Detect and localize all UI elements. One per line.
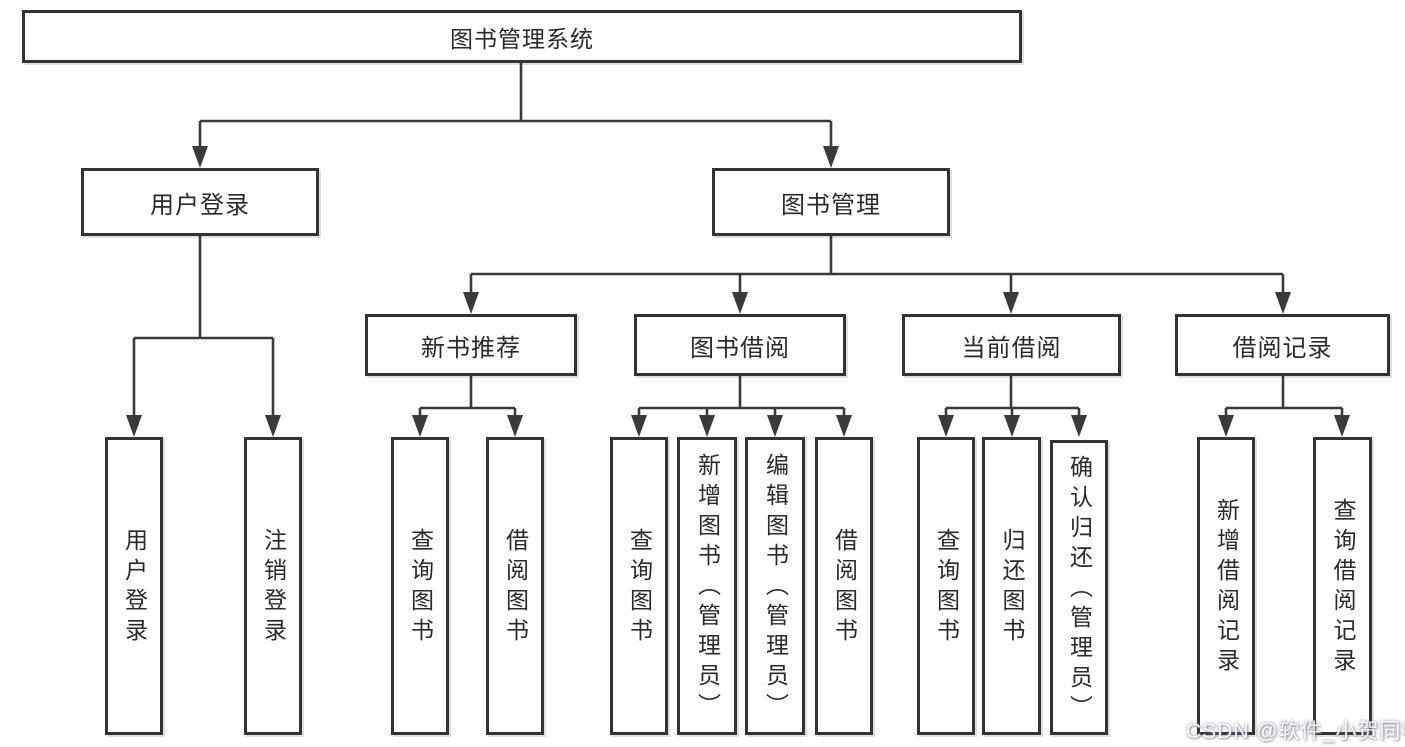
connector-new-book-recommend-children — [412, 376, 523, 437]
arrowhead — [938, 415, 954, 437]
connector-current-borrowing-children — [938, 376, 1087, 437]
arrowhead — [631, 415, 647, 437]
connector-root-to-level2 — [192, 63, 839, 168]
arrowhead — [1004, 415, 1020, 437]
connector-borrowing-records-children — [1218, 376, 1350, 437]
arrowhead — [767, 415, 783, 437]
node-root: 图书管理系统 — [22, 10, 1022, 63]
arrowhead — [1218, 415, 1234, 437]
arrowhead — [1003, 292, 1019, 314]
leaf-nbr-query-books: 查询图书 — [391, 437, 449, 735]
leaf-br-add-record: 新增借阅记录 — [1197, 437, 1255, 735]
leaf-bb-query-books: 查询图书 — [610, 437, 668, 735]
arrowhead — [836, 415, 852, 437]
leaf-bb-borrow-books: 借阅图书 — [815, 437, 873, 735]
csdn-watermark: CSDN @软件_小贺同学 — [1186, 720, 1405, 743]
connector-book-borrowing-children — [631, 376, 852, 437]
connector-book-management-children — [463, 236, 1291, 314]
arrowhead — [463, 292, 479, 314]
arrowhead — [507, 415, 523, 437]
arrowhead — [265, 415, 281, 437]
arrowhead — [126, 415, 142, 437]
arrowhead — [1071, 415, 1087, 437]
connector-user-login-children — [126, 236, 281, 437]
leaf-user-login: 用户登录 — [105, 437, 163, 735]
leaf-br-query-record: 查询借阅记录 — [1313, 437, 1372, 735]
arrowhead — [823, 146, 839, 168]
arrowhead — [1275, 292, 1291, 314]
node-book-management: 图书管理 — [712, 168, 950, 236]
leaf-bb-add-book-admin: 新增图书（管理员） — [677, 437, 737, 735]
node-new-book-recommend: 新书推荐 — [365, 314, 577, 376]
arrowhead — [732, 292, 748, 314]
node-book-borrowing: 图书借阅 — [634, 314, 846, 376]
leaf-logout: 注销登录 — [244, 437, 302, 735]
node-borrowing-records: 借阅记录 — [1175, 314, 1390, 376]
leaf-cb-confirm-return-admin: 确认归还（管理员） — [1050, 440, 1108, 735]
arrowhead — [192, 146, 208, 168]
leaf-cb-return-books: 归还图书 — [982, 437, 1041, 735]
arrowhead — [412, 415, 428, 437]
node-user-login: 用户登录 — [81, 168, 319, 236]
leaf-bb-edit-book-admin: 编辑图书（管理员） — [745, 437, 805, 735]
arrowhead — [1334, 415, 1350, 437]
leaf-nbr-borrow-books: 借阅图书 — [486, 437, 544, 735]
node-current-borrowing: 当前借阅 — [902, 314, 1121, 376]
arrowhead — [699, 415, 715, 437]
leaf-cb-query-books: 查询图书 — [917, 437, 975, 735]
